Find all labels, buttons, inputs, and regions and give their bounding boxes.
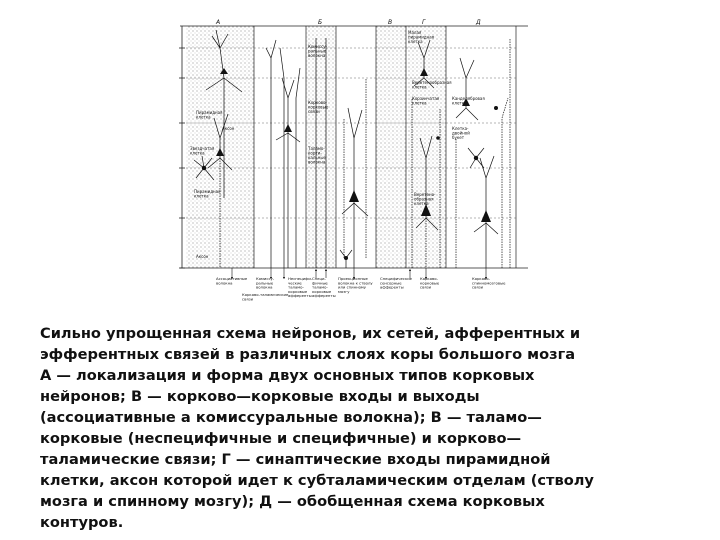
label-specific: Специ- фичные таламо- корковые афференты	[312, 276, 336, 298]
label-basket-cell: Корзинчатая клетка	[412, 96, 440, 106]
label-axon: Аксон	[222, 126, 235, 131]
label-commissural: Комиссу- ральные волокна	[308, 44, 328, 58]
label-axon-2: Аксон	[196, 254, 209, 259]
label-commissural-fibers: Комиссу- ральные волокна	[256, 276, 275, 290]
label-spindle-cell: Веретенообразная клетка	[412, 80, 453, 90]
panel-letter-a: А	[215, 19, 220, 26]
label-cortico-spinal: Корково- спинномозговые связи	[472, 276, 507, 290]
panel-letter-d: Д	[475, 19, 481, 26]
caption-line: таламические связи; Г — синаптические вх…	[40, 451, 551, 468]
caption-line: клетки, аксон которой идет к субталамиче…	[40, 472, 594, 489]
caption-line: мозга и спинному мозгу); Д — обобщенная …	[40, 493, 545, 510]
caption-line: эфферентных связей в различных слоях кор…	[40, 346, 576, 363]
fiber-arrows	[230, 268, 488, 280]
label-candelabra-cell: Канделябровая клетка	[452, 96, 486, 106]
panel-letter-g: Г	[422, 19, 426, 26]
caption-line: А — локализация и форма двух основных ти…	[40, 367, 535, 384]
caption-line: Сильно упрощенная схема нейронов, их сет…	[40, 325, 581, 342]
neuron-somata	[201, 68, 498, 260]
label-cortico-cortical: Корково- корковые связи	[308, 100, 330, 114]
caption-line: нейронов; В — корково—корковые входы и в…	[40, 388, 480, 405]
label-cortico-cortical-bottom: Корково- корковые связи	[420, 276, 440, 290]
layer-ruler	[179, 26, 185, 269]
label-projection-fibers: Проекционные волокна к стволу или спинно…	[338, 276, 374, 294]
label-spindle-cell-2: Веретено- образная клетка	[414, 192, 437, 206]
label-assoc-fibers: Ассоциативные волокна	[216, 276, 248, 285]
neuron-drawings	[193, 29, 511, 268]
label-cortico-thalamic: Корково-таламические связи	[242, 292, 290, 301]
panel-letter-v: В	[388, 19, 392, 26]
caption-line: (ассоциативные а комиссуральные волокна)…	[40, 409, 542, 426]
caption-line: контуров.	[40, 514, 124, 531]
label-pyramidal-cell-2: Пирамидная клетка	[194, 189, 222, 199]
figure-caption: Сильно упрощенная схема нейронов, их сет…	[40, 323, 690, 533]
label-specific-afferents: Специфические сенсорные афференты	[380, 276, 413, 290]
label-nonspecific: Неспецифи- ческие таламо- корковые аффер…	[288, 276, 313, 298]
panel-letter-b: Б	[318, 19, 322, 26]
column-b-background	[306, 26, 336, 268]
label-double-bouquet: Клетка- двойной букет	[452, 126, 471, 140]
panel-dividers	[253, 26, 517, 268]
label-pyramidal-cell: Пирамидная клетка	[196, 110, 224, 120]
column-v-background	[376, 26, 406, 268]
cortex-neuron-diagram: А Б В Г Д	[179, 19, 528, 301]
label-stellate-cell: Звездчатая клетка	[190, 146, 216, 156]
label-thalamo-cortical: Таламо- корти- кальные волокна	[307, 146, 327, 165]
caption-line: корковые (неспецифичные и специфичные) и…	[40, 430, 522, 447]
label-small-pyramid: Малая пирамидная клетка	[408, 30, 435, 44]
